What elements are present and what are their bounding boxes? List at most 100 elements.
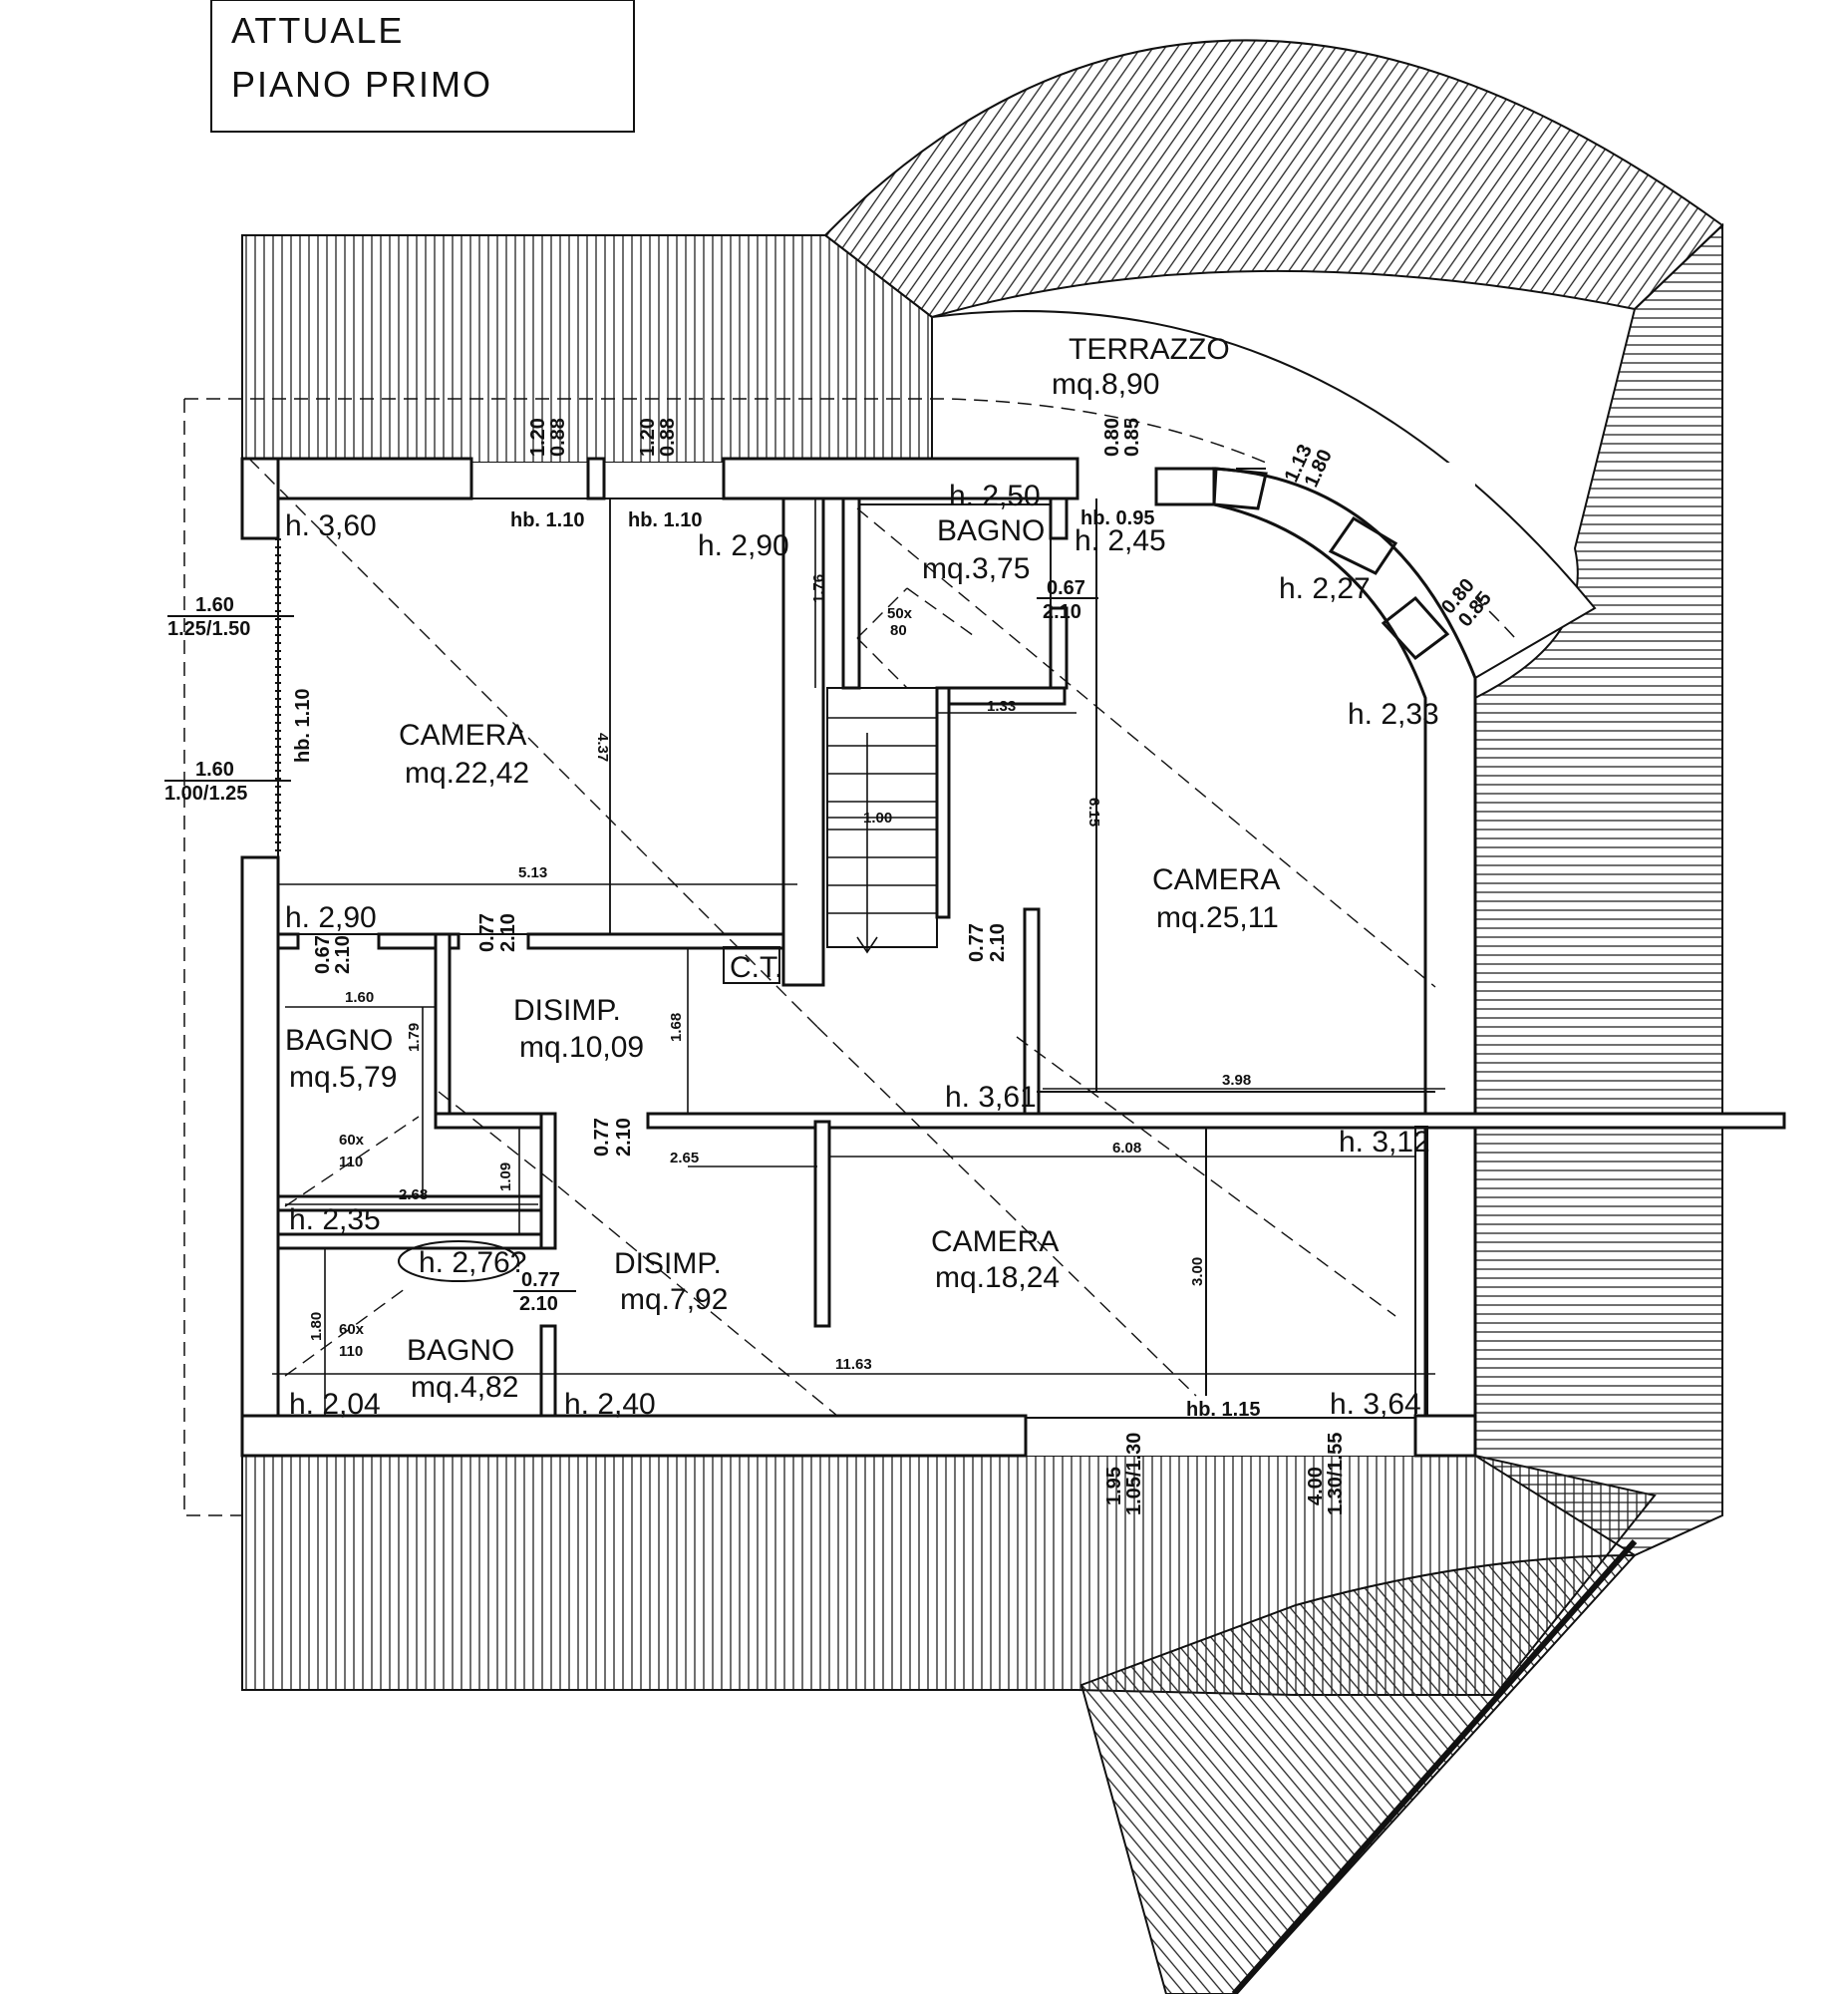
dimension-value: 2.68 <box>399 1186 428 1203</box>
height-label: h. 2,90 <box>285 901 377 934</box>
dimension-value: 1.60 <box>345 989 374 1006</box>
fixture-size-top: 50x <box>887 605 913 622</box>
title-line-1: ATTUALE <box>231 10 404 51</box>
height-callout-ellipse <box>398 1240 519 1282</box>
opening-bottom: 2.10 <box>519 1293 558 1315</box>
dimension-value: 11.63 <box>835 1356 872 1373</box>
room-name-disimp-1: DISIMP. <box>513 994 621 1027</box>
dimension-value: 1.80 <box>308 1312 325 1341</box>
dimension-values: 1.76 4.37 5.13 1.33 1.00 6.15 3.98 1.60 … <box>308 574 1251 1373</box>
opening-bottom: 1.25/1.50 <box>167 618 250 640</box>
title-line-2: PIANO PRIMO <box>231 64 492 105</box>
room-labels: TERRAZZO mq.8,90 BAGNO mq.3,75 CAMERA mq… <box>285 333 1280 1404</box>
height-label: h. 2,27 <box>1279 572 1371 605</box>
height-label: h. 2,45 <box>1075 524 1166 557</box>
sill-height: hb. 1.15 <box>1186 1399 1260 1421</box>
fixture-size-top: 60x <box>339 1132 365 1149</box>
dimension-value: 3.00 <box>1189 1257 1206 1286</box>
dashed-outline <box>183 399 242 1516</box>
sill-height: hb. 1.10 <box>510 509 584 531</box>
opening-top: 1.60 <box>195 759 234 781</box>
opening-top: 1.95 <box>1103 1467 1125 1505</box>
room-area-disimp-1: mq.10,09 <box>519 1031 644 1064</box>
dimension-value: 1.09 <box>497 1163 514 1191</box>
height-label: h. 2,04 <box>289 1388 381 1421</box>
room-name-bagno-1: BAGNO <box>937 514 1045 547</box>
room-area-camera-2: mq.25,11 <box>1156 901 1279 934</box>
opening-bottom: 0.88 <box>657 418 679 457</box>
sill-height: hb. 0.95 <box>1080 507 1154 529</box>
height-label: h. 2,76? <box>419 1246 526 1279</box>
fixture-size-top: 60x <box>339 1321 365 1338</box>
height-label: h. 3,12 <box>1339 1126 1430 1159</box>
dimension-value: 1.79 <box>406 1023 423 1052</box>
opening-bottom: 0.88 <box>547 418 569 457</box>
room-area-camera-3: mq.18,24 <box>935 1261 1060 1294</box>
opening-top: 0.67 <box>1047 577 1085 599</box>
utility-label: C.T. <box>730 951 782 984</box>
opening-top: 4.00 <box>1305 1467 1327 1505</box>
room-name-disimp-2: DISIMP. <box>614 1247 722 1280</box>
opening-fractions: 1.20 0.88 1.20 0.88 0.80 0.85 1.13 1.80 … <box>164 418 1496 1515</box>
height-label: h. 2,33 <box>1348 698 1439 731</box>
sill-heights: hb. 1.10 hb. 1.10 hb. 0.95 hb. 1.10 hb. … <box>292 507 1260 1421</box>
roof-hatching <box>241 39 1724 1994</box>
height-label: h. 2,90 <box>698 529 789 562</box>
dimension-value: 4.37 <box>594 733 611 762</box>
room-name-bagno-3: BAGNO <box>407 1334 514 1367</box>
height-label: h. 3,60 <box>285 509 377 542</box>
walls <box>240 457 1786 1458</box>
height-label: h. 2,50 <box>949 480 1041 512</box>
room-area-bagno-1: mq.3,75 <box>922 552 1030 585</box>
title-block: ATTUALE PIANO PRIMO <box>210 0 635 133</box>
opening-top: 1.20 <box>527 418 549 457</box>
room-area-bagno-2: mq.5,79 <box>289 1061 397 1094</box>
dimension-value: 6.15 <box>1085 798 1102 827</box>
opening-top: 0.80 <box>1101 418 1123 457</box>
sill-height: hb. 1.10 <box>628 509 702 531</box>
dimension-value: 1.68 <box>668 1013 685 1042</box>
height-labels: h. 3,60 h. 2,90 h. 2,50 h. 2,45 h. 2,27 … <box>285 480 1439 1421</box>
fixtures: 50x 80 60x 110 60x 110 <box>339 605 913 1360</box>
room-area-terrazzo: mq.8,90 <box>1052 368 1159 401</box>
opening-bottom: 2.10 <box>332 935 354 974</box>
opening-bottom: 2.10 <box>987 923 1009 962</box>
room-name-terrazzo: TERRAZZO <box>1069 333 1230 366</box>
height-label: h. 2,40 <box>564 1388 656 1421</box>
dimension-value: 1.33 <box>987 698 1016 715</box>
room-name-camera-1: CAMERA <box>399 719 526 752</box>
opening-top: 0.77 <box>476 913 498 952</box>
opening-bottom: 0.85 <box>1121 418 1143 457</box>
opening-top: 1.20 <box>637 418 659 457</box>
height-label: h. 3,64 <box>1330 1388 1421 1421</box>
dimension-value: 2.65 <box>670 1150 699 1166</box>
fixture-size-bottom: 80 <box>890 622 907 639</box>
fixture-size-bottom: 110 <box>339 1343 363 1360</box>
sill-height: hb. 1.10 <box>292 689 314 763</box>
fixture-size-bottom: 110 <box>339 1154 363 1170</box>
room-name-camera-3: CAMERA <box>931 1225 1059 1258</box>
height-label: h. 2,35 <box>289 1203 381 1236</box>
room-area-disimp-2: mq.7,92 <box>620 1283 728 1316</box>
opening-bottom: 1.05/1.30 <box>1123 1433 1145 1515</box>
dimension-value: 3.98 <box>1222 1072 1251 1089</box>
room-area-camera-1: mq.22,42 <box>405 757 529 790</box>
opening-bottom: 1.30/1.55 <box>1325 1433 1347 1515</box>
opening-top: 0.77 <box>521 1269 560 1291</box>
room-name-bagno-2: BAGNO <box>285 1024 393 1057</box>
opening-top: 0.67 <box>312 935 334 974</box>
opening-top: 1.60 <box>195 594 234 616</box>
opening-bottom: 1.00/1.25 <box>164 783 247 805</box>
dimension-lines <box>272 498 1445 1416</box>
room-name-camera-2: CAMERA <box>1152 863 1280 896</box>
opening-top: 0.77 <box>591 1118 613 1157</box>
opening-top: 0.77 <box>966 923 988 962</box>
dimension-value: 6.08 <box>1112 1140 1141 1157</box>
room-area-bagno-3: mq.4,82 <box>411 1371 518 1404</box>
opening-bottom: 2.10 <box>497 913 519 952</box>
opening-bottom: 2.10 <box>1043 601 1081 623</box>
height-label: h. 3,61 <box>945 1081 1037 1114</box>
dimension-value: 1.76 <box>810 574 827 603</box>
dimension-value: 5.13 <box>518 864 547 881</box>
